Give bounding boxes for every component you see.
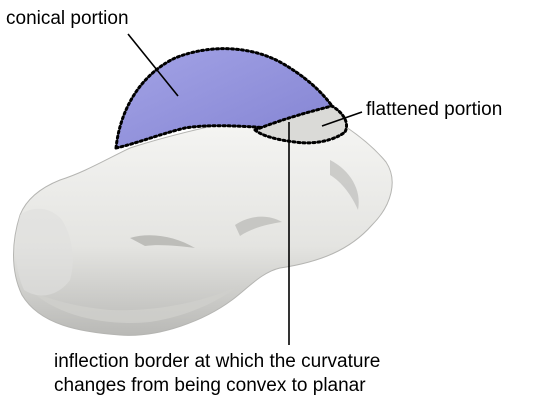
inflection-label-line-2: changes from being convex to planar <box>54 374 380 398</box>
flattened-portion-label: flattened portion <box>366 98 502 122</box>
inflection-label-line-1: inflection border at which the curvature <box>54 350 380 374</box>
inflection-border-label: inflection border at which the curvature… <box>54 350 380 398</box>
conical-portion-label: conical portion <box>6 7 129 31</box>
